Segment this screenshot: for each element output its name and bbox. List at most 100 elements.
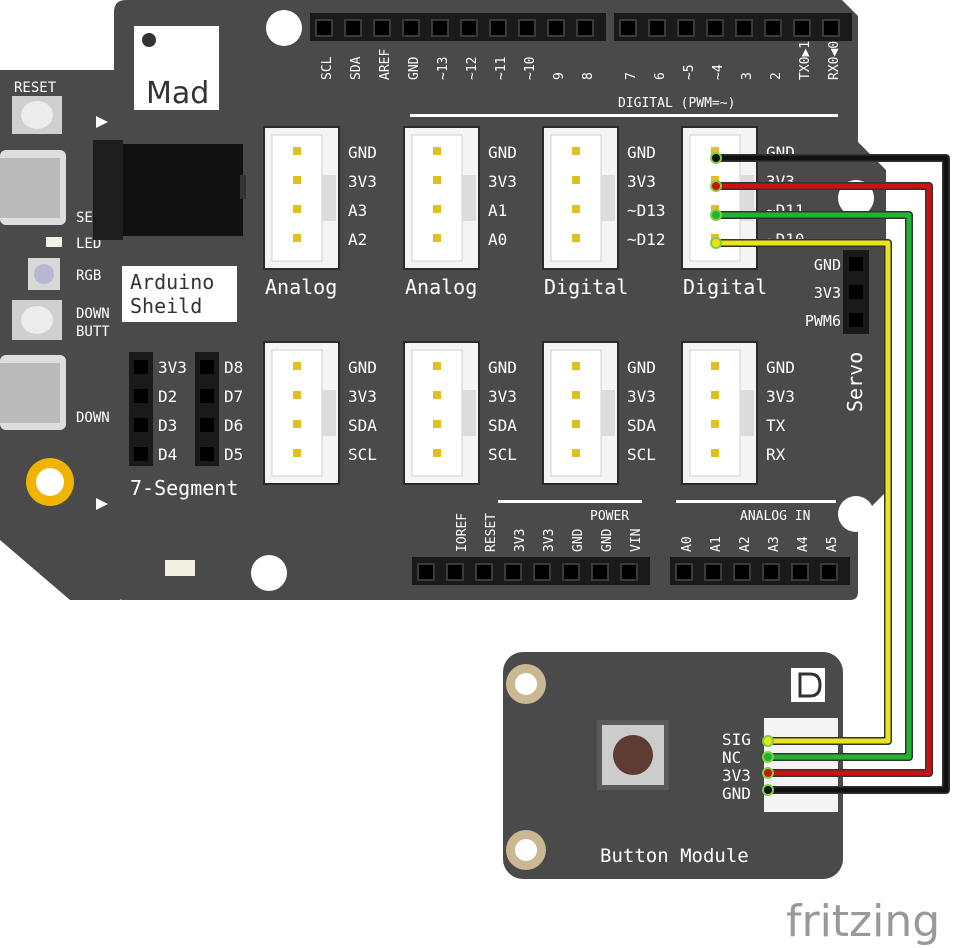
wire-endpoint — [762, 784, 774, 796]
arrow-icon — [96, 498, 108, 510]
pin-label: D6 — [224, 416, 243, 435]
header-pin[interactable] — [791, 563, 809, 581]
header-pin[interactable] — [822, 19, 840, 37]
connector-pin-label: 3V3 — [627, 172, 656, 191]
header-pin[interactable] — [619, 19, 637, 37]
mounting-hole — [251, 555, 287, 591]
header-pin[interactable] — [446, 563, 464, 581]
header-pin[interactable] — [402, 19, 420, 37]
header-pin[interactable] — [562, 563, 580, 581]
pin-label: RX0◀0 — [827, 41, 842, 80]
header-pin[interactable] — [849, 285, 863, 299]
left-label-rgb: RGB — [76, 268, 101, 284]
connector-pin — [711, 205, 719, 213]
header-pin[interactable] — [518, 19, 536, 37]
pin-label: A3 — [767, 536, 782, 552]
pin-label: ~4 — [711, 64, 726, 80]
header-pin[interactable] — [504, 563, 522, 581]
header-pin[interactable] — [475, 563, 493, 581]
module-pin-label: NC — [722, 748, 741, 767]
pin-label: ~13 — [436, 57, 451, 80]
header-pin[interactable] — [344, 19, 362, 37]
pin-label: PWM6 — [805, 312, 841, 330]
header-pin[interactable] — [134, 389, 148, 403]
header-pin[interactable] — [200, 389, 214, 403]
header-pin[interactable] — [576, 19, 594, 37]
connector-pin-label: RX — [766, 445, 786, 464]
header-pin[interactable] — [677, 19, 695, 37]
pin-label: 6 — [653, 72, 668, 80]
header-pin[interactable] — [733, 563, 751, 581]
connector-pin-label: GND — [348, 358, 377, 377]
header-pin[interactable] — [134, 360, 148, 374]
header-pin[interactable] — [533, 563, 551, 581]
header-pin[interactable] — [417, 563, 435, 581]
header-pin[interactable] — [849, 257, 863, 271]
connector-pin-label: GND — [348, 143, 377, 162]
header-pin[interactable] — [547, 19, 565, 37]
wire-endpoint — [710, 209, 722, 221]
header-pin[interactable] — [315, 19, 333, 37]
silk-line — [676, 500, 836, 503]
arrow-icon — [96, 116, 108, 128]
connector-pin-label: SDA — [627, 416, 656, 435]
pin-label: A2 — [738, 536, 753, 552]
header-pin[interactable] — [620, 563, 638, 581]
seven-segment-label: 7-Segment — [130, 476, 238, 500]
header-pin[interactable] — [793, 19, 811, 37]
connector-pin — [711, 391, 719, 399]
grove-connectors: GND3V3A3A2AnalogGND3V3A1A0AnalogGND3V3~D… — [263, 126, 805, 485]
push-button[interactable] — [597, 720, 669, 790]
fritzing-watermark: fritzing — [786, 896, 940, 947]
header-pin[interactable] — [200, 418, 214, 432]
header-pin[interactable] — [820, 563, 838, 581]
header-pin[interactable] — [460, 19, 478, 37]
connector-pin — [293, 420, 301, 428]
header-pin[interactable] — [134, 418, 148, 432]
header-pin[interactable] — [849, 313, 863, 327]
header-pin[interactable] — [591, 563, 609, 581]
connector-pin — [572, 420, 580, 428]
silk-line — [498, 500, 642, 503]
header-pin[interactable] — [134, 447, 148, 461]
wires — [710, 152, 950, 796]
connector-name: Analog — [265, 275, 337, 299]
header-pin[interactable] — [200, 360, 214, 374]
header-pin[interactable] — [762, 563, 780, 581]
left-board: RESET SE LED RGB DOWN BUTT DOWN — [0, 70, 120, 600]
pin-label: D4 — [158, 445, 177, 464]
connector-pin-label: SDA — [348, 416, 377, 435]
connector-pin-label: SCL — [627, 445, 656, 464]
smd-led-icon — [165, 560, 195, 576]
connector-pin — [433, 449, 441, 457]
header-pin[interactable] — [200, 447, 214, 461]
connector-pin-label: 3V3 — [488, 387, 517, 406]
header-pin[interactable] — [373, 19, 391, 37]
pin-label: A1 — [709, 536, 724, 552]
connector-pin-label: ~D13 — [627, 201, 666, 220]
down-button[interactable] — [12, 300, 62, 340]
connector-pin — [711, 147, 719, 155]
connector-pin — [433, 147, 441, 155]
header-pin[interactable] — [706, 19, 724, 37]
header-pin[interactable] — [764, 19, 782, 37]
connector-pin — [572, 391, 580, 399]
header-pin[interactable] — [675, 563, 693, 581]
header-pin[interactable] — [735, 19, 753, 37]
header-pin[interactable] — [648, 19, 666, 37]
reset-button[interactable] — [12, 96, 62, 134]
pin-label: 3V3 — [542, 529, 557, 552]
header-pin[interactable] — [704, 563, 722, 581]
pin-label: GND — [600, 528, 615, 552]
header-pin[interactable] — [489, 19, 507, 37]
pin-label: D2 — [158, 387, 177, 406]
wire-endpoint — [762, 767, 774, 779]
header-pin[interactable] — [431, 19, 449, 37]
